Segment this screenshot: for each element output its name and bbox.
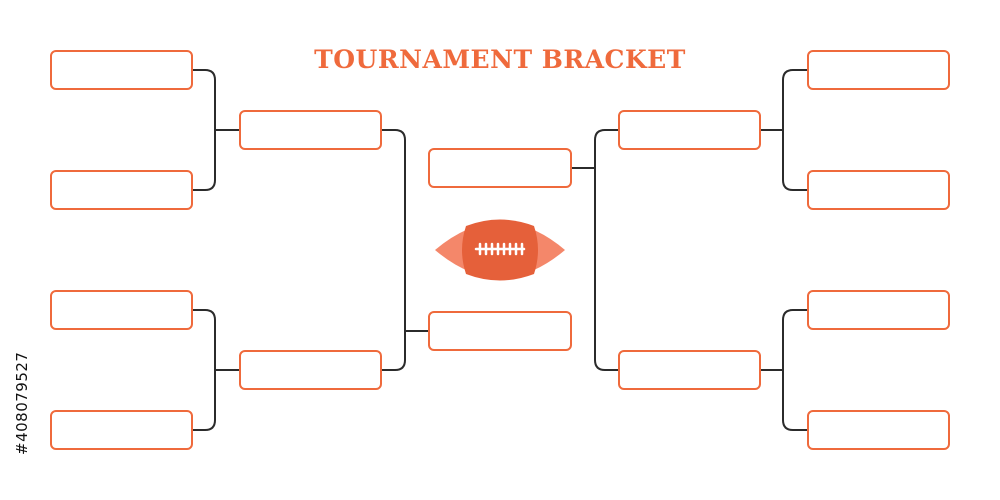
bracket-title: TOURNAMENT BRACKET bbox=[314, 45, 686, 74]
connector-right-lower-r1 bbox=[782, 309, 808, 431]
bracket-slot-left-qf-1[interactable] bbox=[239, 110, 382, 150]
connector-left-qf bbox=[381, 129, 406, 371]
bracket-slot-left-r1-2[interactable] bbox=[50, 170, 193, 210]
connector-left-lower-r1 bbox=[192, 309, 216, 431]
bracket-slot-left-qf-2[interactable] bbox=[239, 350, 382, 390]
bracket-slot-left-r1-4[interactable] bbox=[50, 410, 193, 450]
connector-right-qf bbox=[594, 129, 619, 371]
bracket-slot-right-r1-4[interactable] bbox=[807, 410, 950, 450]
bracket-slot-right-r1-1[interactable] bbox=[807, 50, 950, 90]
american-football-icon bbox=[435, 219, 565, 281]
connector-left-upper-r1 bbox=[192, 69, 216, 191]
bracket-slot-right-r1-3[interactable] bbox=[807, 290, 950, 330]
bracket-slot-right-r1-2[interactable] bbox=[807, 170, 950, 210]
image-id-label: #408079527 bbox=[13, 351, 31, 455]
bracket-slot-center-bottom[interactable] bbox=[428, 311, 572, 351]
bracket-slot-left-r1-1[interactable] bbox=[50, 50, 193, 90]
bracket-slot-right-qf-1[interactable] bbox=[618, 110, 761, 150]
bracket-slot-left-r1-3[interactable] bbox=[50, 290, 193, 330]
bracket-slot-right-qf-2[interactable] bbox=[618, 350, 761, 390]
bracket-slot-center-top[interactable] bbox=[428, 148, 572, 188]
connector-right-upper-r1 bbox=[782, 69, 808, 191]
